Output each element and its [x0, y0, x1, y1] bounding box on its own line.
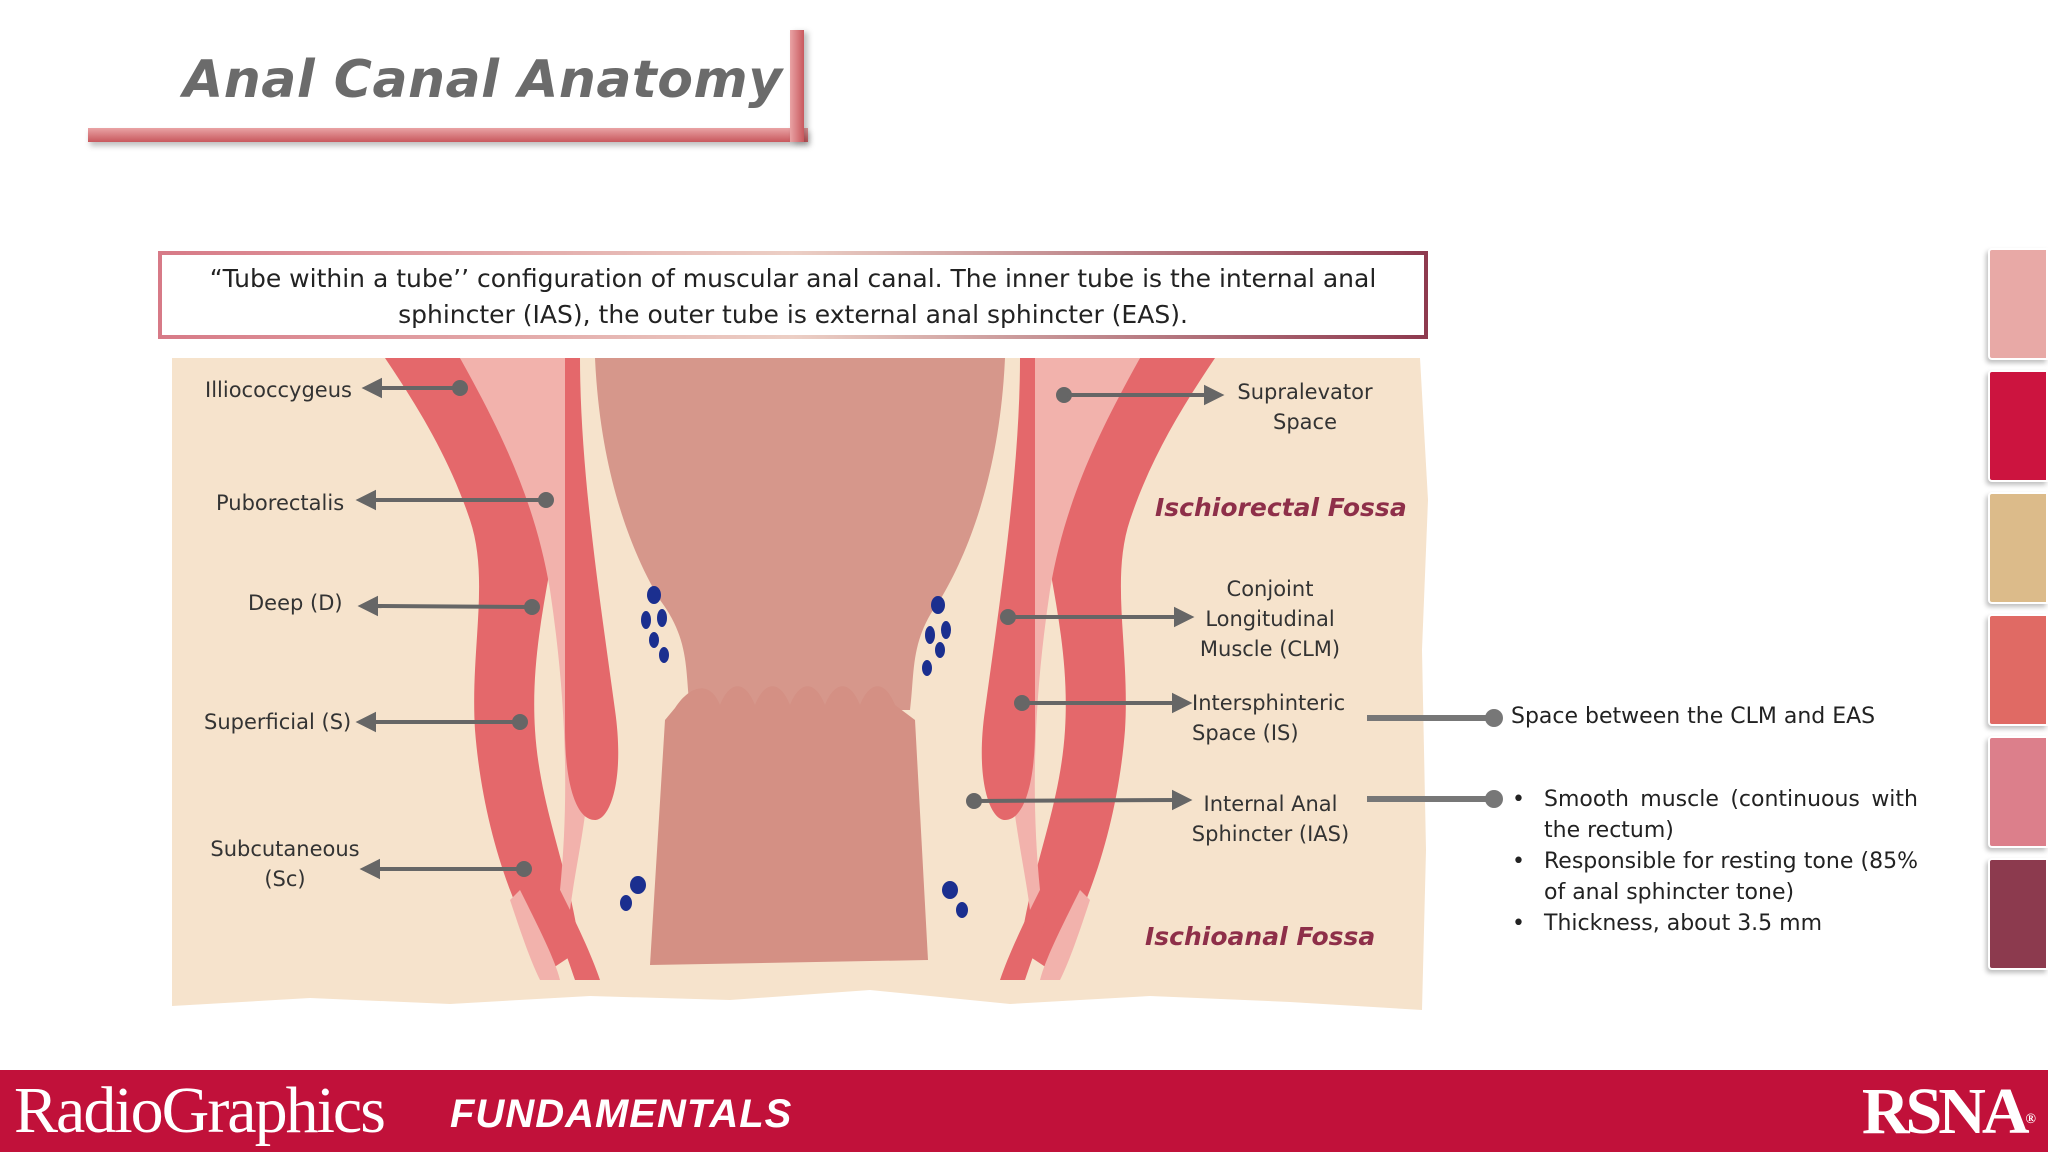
ias-left: [565, 358, 619, 820]
title-banner: Anal Canal Anatomy: [88, 30, 808, 152]
ias-bullet-3: Thickness, about 3.5 mm: [1508, 908, 1918, 939]
title-side-bar: [790, 30, 804, 142]
ias-bullet-1: Smooth muscle (continuous with the rectu…: [1508, 784, 1918, 846]
label-illiococcygeus: Illiococcygeus: [205, 378, 352, 402]
label-clm-line3: Muscle (CLM): [1199, 637, 1341, 661]
sc-left-2: [510, 890, 560, 980]
label-is-line1: Intersphinteric: [1192, 691, 1346, 715]
label-ias-line2: Sphincter (IAS): [1191, 822, 1350, 846]
section-tab-4[interactable]: [1988, 614, 2048, 726]
inner-band-right: [1006, 358, 1140, 910]
label-superficial: Superficial (S): [204, 710, 352, 734]
caption-box: “Tube within a tube’’ configuration of m…: [158, 251, 1428, 339]
label-supralevator-line1: Supralevator: [1237, 380, 1373, 404]
rsna-logo: RSNA®: [1862, 1076, 2036, 1148]
label-ischioanal-fossa: Ischioanal Fossa: [1145, 922, 1376, 951]
connector-ias-dot: [1485, 790, 1503, 808]
caption-line-2: sphincter (IAS), the outer tube is exter…: [398, 300, 1188, 329]
ias-bullet-2: Responsible for resting tone (85% of ana…: [1508, 846, 1918, 908]
rectum-lumen: [595, 358, 1005, 710]
label-ias: Internal Anal Sphincter (IAS): [1188, 789, 1353, 849]
section-tab-2[interactable]: [1988, 370, 2048, 482]
vessels: [620, 586, 968, 918]
rsna-logo-text: RSNA: [1861, 1075, 2030, 1148]
label-subcutaneous: Subcutaneous (Sc): [210, 834, 360, 894]
section-tab-5[interactable]: [1988, 736, 2048, 848]
note-intersphincteric: Space between the CLM and EAS: [1511, 704, 1876, 729]
leaders-right: [966, 384, 1225, 811]
page-title: Anal Canal Anatomy: [183, 50, 783, 110]
fundamentals-label: FUNDAMENTALS: [450, 1092, 793, 1136]
label-supralevator: Supralevator Space: [1230, 377, 1380, 437]
label-clm-line2: Longitudinal: [1205, 607, 1335, 631]
label-clm: Conjoint Longitudinal Muscle (CLM): [1190, 574, 1350, 664]
label-intersphincteric: Intersphinteric Space (IS): [1192, 688, 1345, 748]
label-ias-line1: Internal Anal: [1203, 792, 1338, 816]
sc-left: [540, 870, 600, 980]
label-clm-line1: Conjoint: [1226, 577, 1314, 601]
section-tab-1[interactable]: [1988, 248, 2048, 360]
caption-line-1: “Tube within a tube’’ configuration of m…: [209, 264, 1377, 293]
label-subcutaneous-line2: (Sc): [264, 867, 306, 891]
label-is-line2: Space (IS): [1192, 721, 1299, 745]
label-supralevator-line2: Space: [1273, 410, 1337, 434]
label-puborectalis: Puborectalis: [216, 491, 345, 515]
sc-right: [1000, 870, 1060, 980]
label-ischiorectal-fossa: Ischiorectal Fossa: [1155, 493, 1407, 522]
section-tab-6[interactable]: [1988, 858, 2048, 970]
label-subcutaneous-line1: Subcutaneous: [210, 837, 360, 861]
title-underline: [88, 128, 808, 142]
anal-canal: [650, 686, 928, 965]
connector-is-dot: [1485, 709, 1503, 727]
registered-mark: ®: [2025, 1112, 2036, 1127]
anal-canal-diagram: [172, 358, 1428, 1010]
footer-bar: RadioGraphics FUNDAMENTALS RSNA®: [0, 1070, 2048, 1152]
radiographics-logo: RadioGraphics: [14, 1074, 386, 1147]
section-tab-3[interactable]: [1988, 492, 2048, 604]
leaders-left: [355, 377, 554, 880]
sc-right-2: [1040, 890, 1090, 980]
ias-bullet-list: Smooth muscle (continuous with the rectu…: [1508, 784, 1918, 939]
inner-band-left: [460, 358, 594, 910]
label-deep: Deep (D): [248, 591, 343, 615]
